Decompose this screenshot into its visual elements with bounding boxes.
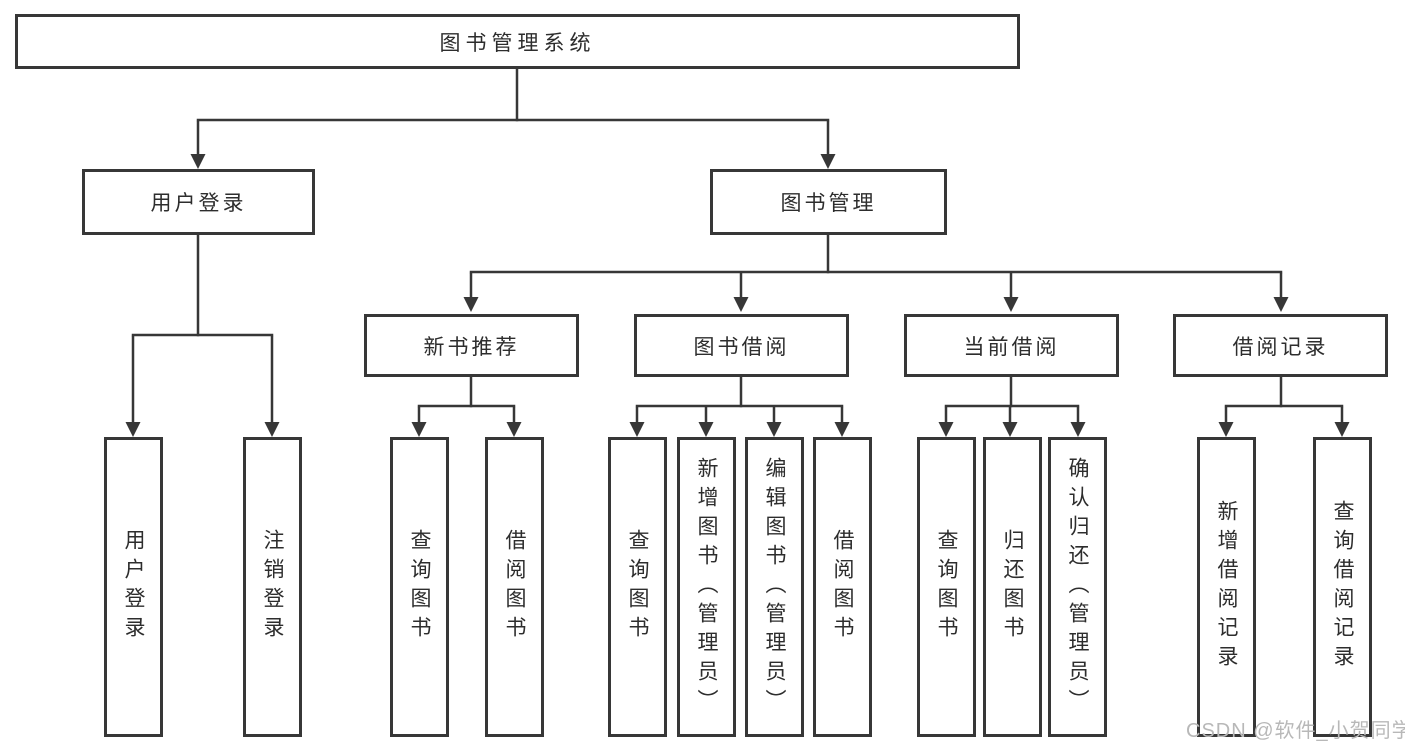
leaf-borrowing-query-books: 查询图书 [608, 437, 667, 737]
node-root-label: 图书管理系统 [439, 31, 596, 55]
node-borrowing-records: 借阅记录 [1173, 314, 1388, 377]
connector-root-to-level2 [190, 66, 836, 169]
leaf-current-confirm-return-admin: 确认归还（管理员） [1048, 437, 1107, 737]
leaf-newbook-query-books: 查询图书 [390, 437, 449, 737]
connector-new-book-children [411, 375, 522, 437]
leaf-records-add-record: 新增借阅记录 [1197, 437, 1256, 737]
leaf-current-return-books-label: 归还图书 [1001, 529, 1024, 645]
watermark-text: CSDN @软件_小贺同学 [1186, 720, 1405, 742]
leaf-records-query-record-label: 查询借阅记录 [1331, 500, 1354, 674]
node-book-borrowing-label: 图书借阅 [693, 335, 790, 359]
leaf-current-confirm-return-admin-label: 确认归还（管理员） [1066, 456, 1089, 718]
leaf-borrowing-add-books-admin: 新增图书（管理员） [677, 437, 736, 737]
leaf-current-query-books-label: 查询图书 [935, 529, 958, 645]
leaf-borrowing-borrow-books-label: 借阅图书 [831, 529, 854, 645]
leaf-borrowing-edit-books-admin: 编辑图书（管理员） [745, 437, 804, 737]
leaf-borrowing-query-books-label: 查询图书 [626, 529, 649, 645]
leaf-user-login: 用户登录 [104, 437, 163, 737]
node-borrowing-records-label: 借阅记录 [1232, 335, 1329, 359]
connector-book-management-children [463, 234, 1289, 312]
node-user-login-label: 用户登录 [150, 192, 247, 215]
node-book-management-label: 图书管理 [780, 192, 877, 215]
leaf-records-add-record-label: 新增借阅记录 [1215, 500, 1238, 674]
node-book-management: 图书管理 [710, 169, 947, 235]
leaf-current-return-books: 归还图书 [983, 437, 1042, 737]
leaf-borrowing-add-books-admin-label: 新增图书（管理员） [695, 456, 718, 718]
connector-current-borrowing-children [938, 375, 1086, 437]
leaf-newbook-query-books-label: 查询图书 [408, 529, 431, 645]
connector-borrowing-records-children [1218, 375, 1350, 437]
leaf-records-query-record: 查询借阅记录 [1313, 437, 1372, 737]
leaf-user-login-label: 用户登录 [122, 529, 145, 645]
node-root: 图书管理系统 [15, 14, 1020, 69]
node-new-book-recommend: 新书推荐 [364, 314, 579, 377]
node-new-book-recommend-label: 新书推荐 [423, 335, 520, 359]
leaf-newbook-borrow-books-label: 借阅图书 [503, 529, 526, 645]
leaf-newbook-borrow-books: 借阅图书 [485, 437, 544, 737]
connector-book-borrowing-children [629, 375, 850, 437]
leaf-current-query-books: 查询图书 [917, 437, 976, 737]
leaf-logout: 注销登录 [243, 437, 302, 737]
node-user-login: 用户登录 [82, 169, 315, 235]
node-current-borrowing: 当前借阅 [904, 314, 1119, 377]
leaf-borrowing-edit-books-admin-label: 编辑图书（管理员） [763, 456, 786, 718]
connector-user-login-children [125, 232, 280, 437]
leaf-logout-label: 注销登录 [261, 529, 284, 645]
node-current-borrowing-label: 当前借阅 [963, 335, 1060, 359]
node-book-borrowing: 图书借阅 [634, 314, 849, 377]
leaf-borrowing-borrow-books: 借阅图书 [813, 437, 872, 737]
